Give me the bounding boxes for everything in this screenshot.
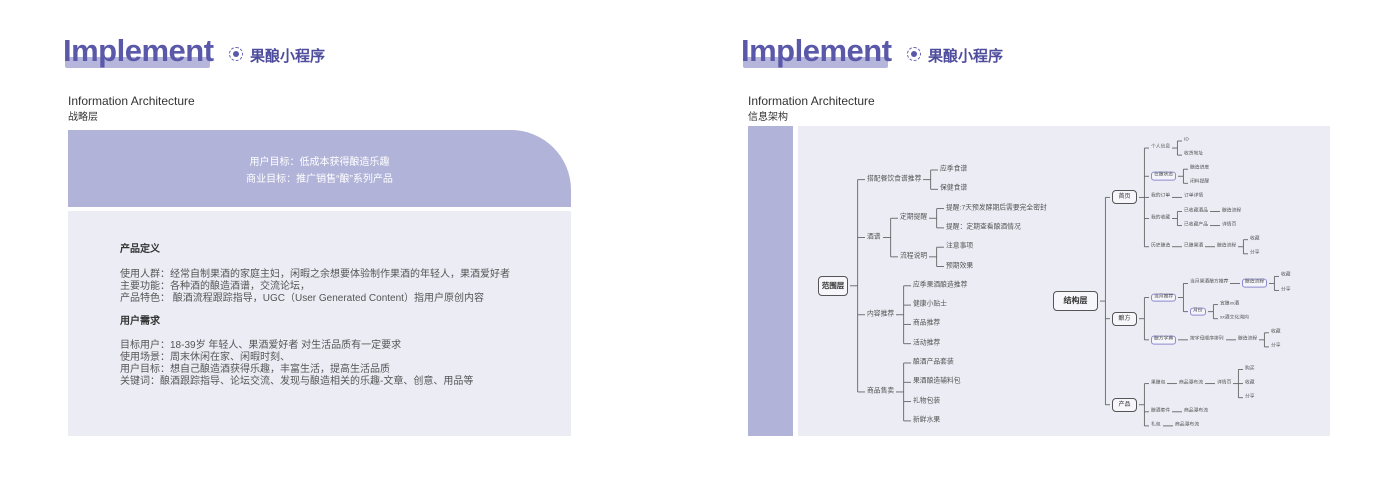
mindmap-node: 定期提醒 bbox=[900, 213, 928, 221]
mindmap-node: 商品瀑布流 bbox=[1175, 422, 1199, 428]
user-needs-line: 关键词：酿酒跟踪指导、论坛交流、发现与酿造相关的乐趣-文章、创意、用品等 bbox=[120, 376, 474, 387]
strategy-panel bbox=[68, 211, 571, 436]
mindmap-node: 流程说明 bbox=[900, 252, 928, 260]
mindmap-node: 内容推荐 bbox=[867, 310, 895, 318]
mindmap-node: 果酿包 bbox=[1151, 380, 1166, 386]
mindmap-node: 分享 bbox=[1245, 394, 1255, 400]
product-def-line: 产品特色： 酿酒流程跟踪指导，UGC（User Generated Conten… bbox=[120, 293, 484, 304]
mindmap-node: 酿造流程 bbox=[1217, 243, 1237, 249]
mindmap-node: 酿方 bbox=[1112, 311, 1137, 326]
mindmap-node: 收藏 bbox=[1250, 236, 1260, 242]
user-needs-line: 用户目标：想自己酿造酒获得乐趣，丰富生活，提高生活品质 bbox=[120, 364, 390, 375]
target-dot-icon bbox=[229, 47, 243, 61]
goals-band: 用户目标：低成本获得酿造乐趣 商业目标：推广销售“酿”系列产品 bbox=[68, 130, 571, 207]
app-subtitle: 果酿小程序 bbox=[250, 48, 326, 65]
mindmap-node: ID bbox=[1184, 137, 1189, 143]
product-def-line: 主要功能：各种酒的酿造酒谱，交流论坛， bbox=[120, 281, 310, 292]
mindmap-node: 应季果酒酿造推荐 bbox=[913, 281, 968, 289]
mindmap-node: xx酒文化溯向 bbox=[1220, 315, 1249, 321]
mindmap-node: 商品瀑布流 bbox=[1184, 408, 1208, 414]
business-goal: 商业目标：推广销售“酿”系列产品 bbox=[246, 174, 393, 185]
mindmap-node: 收藏 bbox=[1281, 272, 1291, 278]
mindmap-node: 收货地址 bbox=[1184, 151, 1204, 157]
mindmap-node: 健康小贴士 bbox=[913, 300, 947, 308]
mindmap-node: 酿酒产品套装 bbox=[913, 358, 954, 366]
mindmap-node: 提醒：定期查看酿酒情况 bbox=[946, 223, 1021, 231]
logo-underline bbox=[743, 57, 888, 68]
section-title-en: Information Architecture bbox=[748, 94, 875, 108]
section-title-cn: 战略层 bbox=[68, 112, 98, 123]
mindmap-node: 购买 bbox=[1245, 366, 1255, 372]
user-goal: 用户目标：低成本获得酿造乐趣 bbox=[249, 157, 390, 168]
mindmap-node: 首页 bbox=[1112, 190, 1137, 205]
mindmap-node: 酿酒套件 bbox=[1151, 408, 1171, 414]
mindmap-node: 我的订单 bbox=[1151, 193, 1171, 199]
mindmap-node: 已收藏产品 bbox=[1184, 222, 1208, 228]
mindmap-node: 新鲜水果 bbox=[913, 416, 941, 424]
user-needs-heading: 用户需求 bbox=[120, 316, 160, 327]
mindmap-node: 我的收藏 bbox=[1151, 215, 1171, 221]
user-needs-line: 使用场景：周末休闲在家、闲暇时刻、 bbox=[120, 352, 290, 363]
mindmap-node: 当月果酒酿方推荐 bbox=[1190, 280, 1229, 286]
mindmap-node: 宜酿xx酒 bbox=[1220, 301, 1240, 307]
mindmap-node: 礼物包装 bbox=[913, 397, 941, 405]
mindmap-root-node: 范围层 bbox=[818, 275, 848, 296]
mindmap-node: 礼包 bbox=[1151, 422, 1161, 428]
logo-text: Implement bbox=[63, 33, 214, 68]
mindmap-node: 收藏 bbox=[1271, 329, 1281, 335]
mindmap-node: 详情页 bbox=[1222, 222, 1237, 228]
mindmap-node: 在酿状态 bbox=[1151, 171, 1177, 181]
mindmap-node: 按字母顺序排列 bbox=[1190, 336, 1224, 342]
mindmap-node: 活动推荐 bbox=[913, 339, 941, 347]
logo-underline bbox=[65, 57, 210, 68]
mindmap-node: 果酒酿造辅料包 bbox=[913, 377, 961, 385]
mindmap-node: 历史酿造 bbox=[1151, 243, 1171, 249]
mindmap-node: 订单详情 bbox=[1184, 193, 1204, 199]
mindmap-node: 提醒:7天预发酵期后需要完全密封 bbox=[946, 204, 1047, 212]
mindmap-node: 保健食谱 bbox=[940, 184, 968, 192]
side-stripe bbox=[748, 126, 793, 436]
user-needs-line: 目标用户：18-39岁 年轻人、果酒爱好者 对生活品质有一定要求 bbox=[120, 340, 402, 351]
mindmap-node: 产品 bbox=[1112, 397, 1137, 412]
logo-text: Implement bbox=[741, 33, 892, 68]
mindmap-node: 注意事项 bbox=[946, 242, 974, 250]
product-def-heading: 产品定义 bbox=[120, 244, 160, 255]
mindmap-node: 当月推荐 bbox=[1151, 293, 1177, 302]
mindmap-node: 分享 bbox=[1271, 343, 1281, 349]
mindmap-node: 酿造进度 bbox=[1190, 165, 1210, 171]
mindmap-node: 预期效果 bbox=[946, 262, 974, 270]
mindmap-node: 搭配餐饮食谱推荐 bbox=[867, 175, 922, 183]
mindmap-node: 个人信息 bbox=[1151, 144, 1171, 150]
mindmap-root-node: 结构层 bbox=[1053, 291, 1098, 312]
mindmap-panel bbox=[798, 126, 1330, 436]
mindmap-node: 闭料提醒 bbox=[1190, 179, 1210, 185]
mindmap-node: 酿造流程 bbox=[1238, 336, 1258, 342]
mindmap-node: 已酿果酒 bbox=[1184, 243, 1204, 249]
mindmap-node: 分享 bbox=[1250, 250, 1260, 256]
mindmap-node: 酿方字典 bbox=[1151, 335, 1177, 345]
mindmap-node: 月份 bbox=[1190, 307, 1206, 317]
section-title-cn: 信息架构 bbox=[748, 112, 788, 123]
mindmap-node: 商品推荐 bbox=[913, 319, 941, 327]
mindmap-node: 应季食谱 bbox=[940, 165, 968, 173]
mindmap-node: 收藏 bbox=[1245, 380, 1255, 386]
product-def-line: 使用人群：经常自制果酒的家庭主妇，闲暇之余想要体验制作果酒的年轻人，果酒爱好者 bbox=[120, 269, 510, 280]
mindmap-node: 详情页 bbox=[1217, 380, 1232, 386]
mindmap-node: 已收藏酒品 bbox=[1184, 208, 1208, 214]
mindmap-node: 酿造流程 bbox=[1242, 279, 1268, 288]
mindmap-node: 商品售卖 bbox=[867, 387, 895, 395]
app-subtitle: 果酿小程序 bbox=[928, 48, 1004, 65]
section-title-en: Information Architecture bbox=[68, 94, 195, 108]
mindmap-node: 酒谱 bbox=[867, 233, 881, 241]
mindmap-node: 分享 bbox=[1281, 287, 1291, 293]
target-dot-icon bbox=[907, 47, 921, 61]
mindmap-node: 商品瀑布流 bbox=[1179, 380, 1203, 386]
mindmap-node: 酿造流程 bbox=[1222, 208, 1242, 214]
